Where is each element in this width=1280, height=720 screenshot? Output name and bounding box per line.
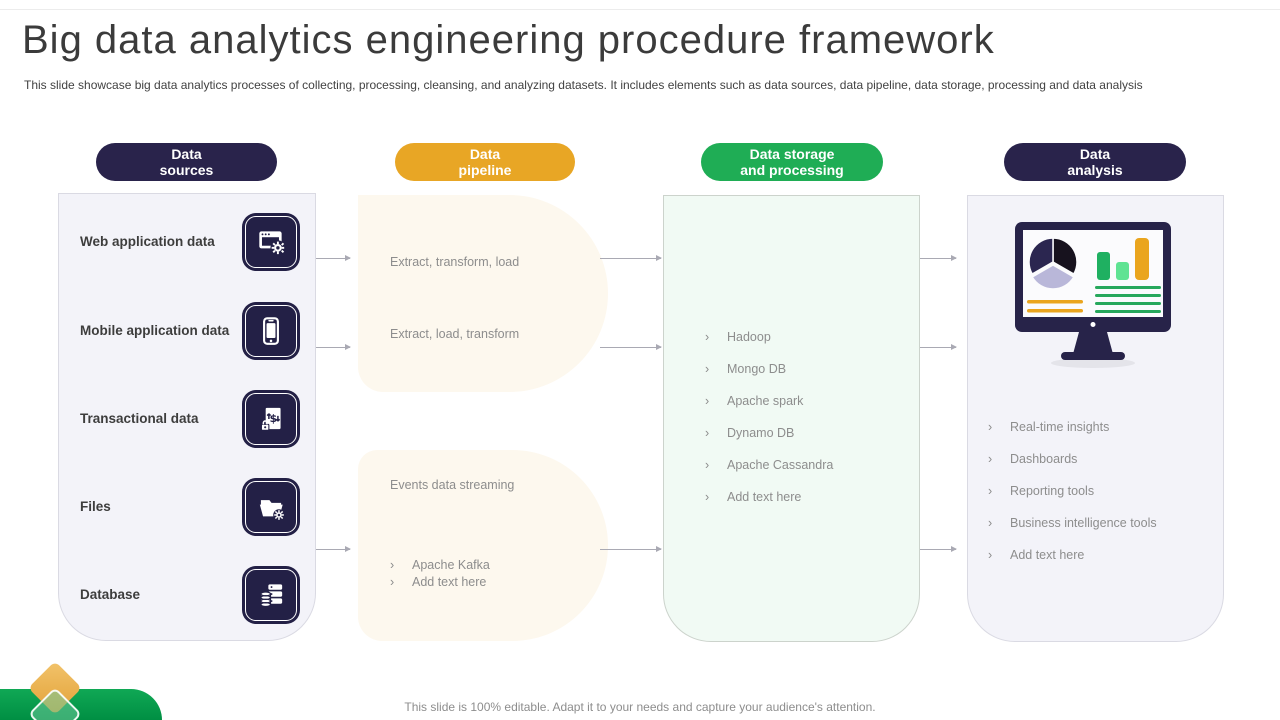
list-item: › Apache Cassandra bbox=[705, 458, 905, 490]
chevron-bullet: › bbox=[705, 330, 710, 344]
analytics-monitor-illustration bbox=[1015, 222, 1171, 368]
arrow-sources-pipeline-1 bbox=[316, 255, 351, 261]
list-item[interactable]: › Add text here bbox=[705, 490, 905, 522]
source-row-database: Database bbox=[80, 566, 300, 624]
chevron-bullet: › bbox=[705, 362, 710, 376]
header-line: Data bbox=[1079, 146, 1111, 162]
list-item: › Dynamo DB bbox=[705, 426, 905, 458]
chevron-bullet: › bbox=[705, 490, 710, 504]
chevron-bullet: › bbox=[988, 548, 993, 562]
placeholder-text[interactable]: Add text here bbox=[1010, 548, 1085, 562]
header-line: analysis bbox=[1067, 162, 1123, 178]
list-item-label: Business intelligence tools bbox=[1010, 516, 1157, 530]
header-data-analysis: Data analysis bbox=[1004, 143, 1186, 181]
list-item: › Mongo DB bbox=[705, 362, 905, 394]
header-line: Data storage bbox=[749, 146, 835, 162]
list-item-label: Mongo DB bbox=[727, 362, 787, 376]
pipeline-elt-text: Extract, load, transform bbox=[390, 327, 520, 341]
header-line: Data bbox=[171, 146, 202, 162]
header-line: and processing bbox=[740, 162, 844, 178]
list-item: › Real-time insights bbox=[988, 420, 1208, 452]
pipeline-blob-bottom bbox=[358, 450, 608, 641]
analysis-list: › Real-time insights › Dashboards › Reporti… bbox=[988, 420, 1208, 580]
chevron-bullet: › bbox=[705, 426, 710, 440]
list-item: › Apache spark bbox=[705, 394, 905, 426]
svg-text:$: $ bbox=[270, 412, 277, 425]
source-label: Web application data bbox=[80, 233, 215, 249]
list-item: › Hadoop bbox=[705, 330, 905, 362]
arrow-storage-analysis-3 bbox=[920, 546, 957, 552]
page-subtitle: This slide showcase big data analytics p… bbox=[24, 78, 1143, 92]
header-line: pipeline bbox=[458, 162, 512, 178]
chevron-bullet: › bbox=[988, 420, 993, 434]
list-item-label: Real-time insights bbox=[1010, 420, 1110, 434]
list-item-label: Apache Cassandra bbox=[727, 458, 834, 472]
mobile-app-icon bbox=[242, 302, 300, 360]
brand-shape bbox=[0, 689, 162, 720]
pipeline-blob-top bbox=[358, 195, 608, 392]
chevron-bullet: › bbox=[988, 484, 993, 498]
arrow-storage-analysis-1 bbox=[920, 255, 957, 261]
arrow-storage-analysis-2 bbox=[920, 344, 957, 350]
pipeline-streaming-text: Events data streaming bbox=[390, 478, 515, 492]
list-item-label: Dynamo DB bbox=[727, 426, 795, 440]
list-item: › Dashboards bbox=[988, 452, 1208, 484]
pipeline-stream-list: › Apache Kafka › Add text here bbox=[390, 558, 590, 592]
arrow-sources-pipeline-3 bbox=[316, 546, 351, 552]
source-row-web: Web application data bbox=[80, 213, 300, 271]
list-item-label: Dashboards bbox=[1010, 452, 1078, 466]
placeholder-text[interactable]: Add text here bbox=[412, 575, 487, 589]
web-app-icon bbox=[242, 213, 300, 271]
top-divider bbox=[0, 9, 1280, 10]
transaction-icon: $ bbox=[242, 390, 300, 448]
list-item[interactable]: › Add text here bbox=[390, 575, 590, 592]
source-label: Files bbox=[80, 498, 111, 514]
chevron-bullet: › bbox=[390, 575, 395, 589]
source-row-mobile: Mobile application data bbox=[80, 302, 300, 360]
footer-note: This slide is 100% editable. Adapt it to… bbox=[404, 700, 876, 714]
database-icon bbox=[242, 566, 300, 624]
list-item: › Reporting tools bbox=[988, 484, 1208, 516]
list-item-label: Reporting tools bbox=[1010, 484, 1095, 498]
pipeline-etl-text: Extract, transform, load bbox=[390, 255, 520, 269]
data-storage-panel bbox=[663, 195, 920, 642]
chevron-bullet: › bbox=[705, 394, 710, 408]
list-item-label: Hadoop bbox=[727, 330, 771, 344]
source-label: Database bbox=[80, 586, 141, 602]
arrow-pipeline-storage-2 bbox=[600, 344, 662, 350]
source-row-transactional: Transactional data $ bbox=[80, 390, 300, 448]
storage-list: › Hadoop › Mongo DB › Apache spark › Dynamo … bbox=[705, 330, 905, 522]
arrow-sources-pipeline-2 bbox=[316, 344, 351, 350]
list-item-label: Apache Kafka bbox=[412, 558, 490, 572]
page-title: Big data analytics engineering procedure… bbox=[22, 18, 995, 62]
header-line: Data bbox=[469, 146, 501, 162]
source-label: Mobile application data bbox=[80, 322, 230, 338]
chevron-bullet: › bbox=[390, 558, 395, 572]
files-icon bbox=[242, 478, 300, 536]
list-item[interactable]: › Add text here bbox=[988, 548, 1208, 580]
arrow-pipeline-storage-3 bbox=[600, 546, 662, 552]
placeholder-text[interactable]: Add text here bbox=[727, 490, 802, 504]
source-row-files: Files bbox=[80, 478, 300, 536]
chevron-bullet: › bbox=[988, 452, 993, 466]
list-item: › Business intelligence tools bbox=[988, 516, 1208, 548]
source-label: Transactional data bbox=[80, 410, 199, 426]
list-item: › Apache Kafka bbox=[390, 558, 590, 575]
list-item-label: Apache spark bbox=[727, 394, 804, 408]
header-data-sources: Data sources bbox=[96, 143, 277, 181]
chevron-bullet: › bbox=[705, 458, 710, 472]
arrow-pipeline-storage-1 bbox=[600, 255, 662, 261]
header-data-pipeline: Data pipeline bbox=[395, 143, 575, 181]
chevron-bullet: › bbox=[988, 516, 993, 530]
header-data-storage: Data storage and processing bbox=[701, 143, 883, 181]
header-line: sources bbox=[159, 162, 214, 178]
